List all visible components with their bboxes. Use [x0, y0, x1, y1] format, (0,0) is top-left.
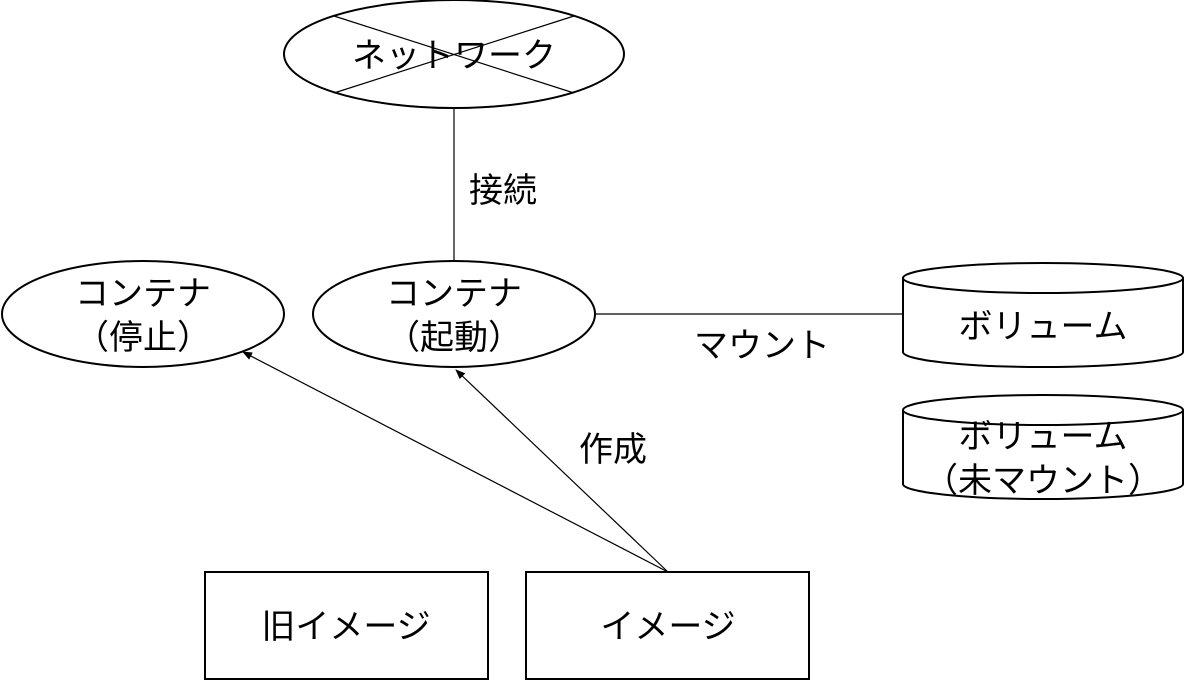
create-label: 作成 — [579, 430, 647, 470]
old-image-label: 旧イメージ — [261, 607, 430, 647]
container-running-node: コンテナ （起動） — [312, 260, 596, 368]
volume-unmounted-line2: （未マウント） — [924, 461, 1162, 501]
container-stopped-line1: コンテナ — [75, 274, 211, 314]
volume-mounted-node: ボリューム — [902, 262, 1184, 368]
volume-unmounted-line1: ボリューム — [959, 417, 1128, 457]
image-node: イメージ — [525, 571, 810, 680]
container-stopped-node: コンテナ （停止） — [1, 260, 285, 368]
mount-label: マウント — [694, 326, 830, 366]
volume-mounted-label: ボリューム — [959, 307, 1128, 347]
volume-unmounted-node: ボリューム （未マウント） — [902, 394, 1184, 501]
connect-label: 接続 — [469, 171, 537, 211]
container-running-line2: （起動） — [386, 318, 522, 358]
container-running-line1: コンテナ — [386, 274, 522, 314]
image-label: イメージ — [600, 607, 735, 647]
create-arrow-running — [455, 369, 669, 573]
container-stopped-line2: （停止） — [75, 318, 211, 358]
network-node: ネットワーク — [283, 0, 625, 109]
old-image-node: 旧イメージ — [204, 571, 489, 680]
create-arrow-stopped — [242, 351, 669, 573]
network-label: ネットワーク — [352, 36, 556, 76]
